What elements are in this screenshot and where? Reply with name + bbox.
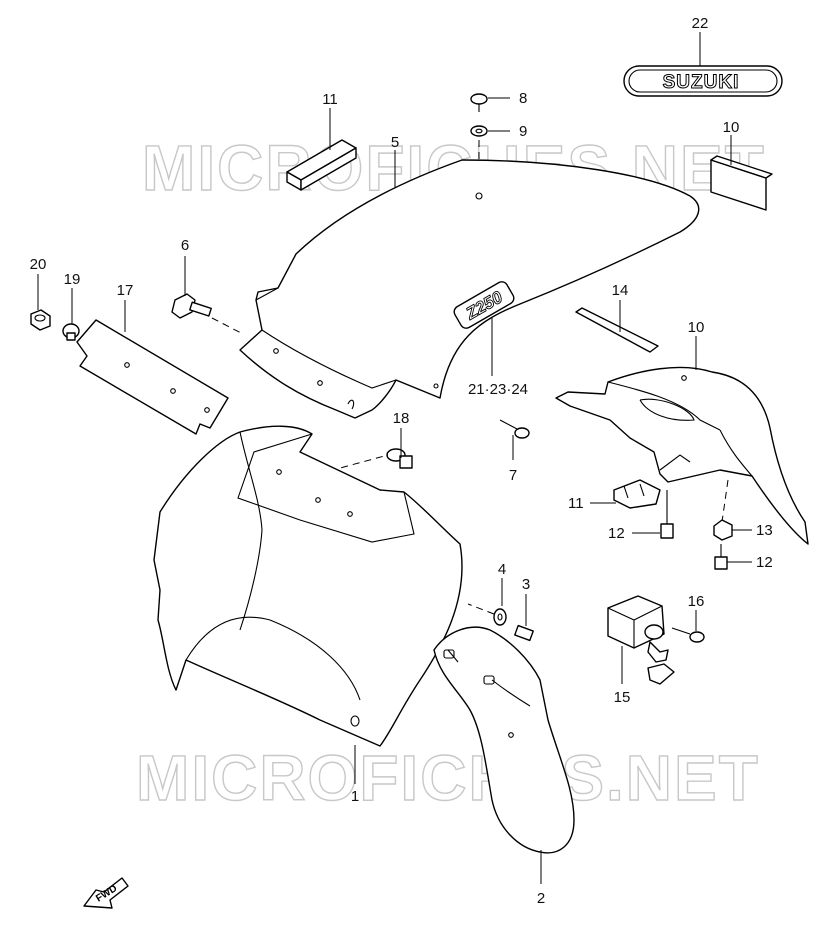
lock-part-15[interactable] [607,595,675,685]
nut-part-19[interactable] [62,323,80,341]
callout-10-top: 10 [723,119,740,136]
callout-11-top: 11 [322,91,338,108]
inner-fender-part-1[interactable] [153,425,463,747]
callout-3: 3 [522,576,530,593]
callout-19: 19 [64,271,81,288]
callout-7: 7 [509,467,517,484]
callout-16: 16 [688,593,705,610]
seat-cowl-part-5[interactable]: Z250 [239,159,700,419]
bolt-part-3[interactable] [514,624,534,642]
callout-6: 6 [181,237,189,254]
assembly-line-4 [467,603,495,615]
washer-part-9[interactable] [470,125,488,137]
plate-part-17[interactable] [76,319,229,435]
nut-part-20[interactable] [30,309,51,331]
clip-part-11-lower[interactable] [613,479,661,509]
leader-lines [37,32,752,884]
nut-part-13[interactable] [713,519,733,541]
callout-20: 20 [30,256,47,273]
callout-4: 4 [498,561,506,578]
bolt-part-12-lower[interactable] [714,544,728,570]
assembly-line-6 [211,317,244,335]
washer-part-4[interactable] [493,608,507,626]
strip-part-14[interactable] [575,307,659,353]
rear-fender-upper-part-10[interactable] [555,366,809,545]
assembly-line-13 [721,479,729,523]
pad-part-10-top[interactable] [710,155,773,211]
watermark-bottom: MICROFICHES.NET [136,742,760,814]
callout-18: 18 [393,410,410,427]
callout-1: 1 [351,788,359,805]
mud-flap-part-2[interactable] [433,626,575,854]
callout-21-23-24: 21·23·24 [468,381,528,398]
fwd-arrow-icon: FWD [83,877,129,909]
screw-part-16[interactable] [671,627,705,643]
callout-labels: 22 11 5 8 9 10 6 20 19 17 14 10 21·23·24… [30,15,773,907]
callout-9: 9 [519,123,527,140]
callout-17: 17 [117,282,134,299]
callout-13: 13 [756,522,773,539]
callout-22: 22 [692,15,709,32]
callout-10-lower: 10 [688,319,705,336]
callout-5: 5 [391,134,399,151]
callout-14: 14 [612,282,629,299]
bolt-part-12-upper[interactable] [660,490,674,539]
callout-2: 2 [537,890,545,907]
pad-part-11-top[interactable] [286,139,357,191]
bolt-part-18[interactable] [386,448,413,469]
screw-part-8[interactable] [470,93,488,112]
callout-12-upper: 12 [608,525,625,542]
screw-part-7[interactable] [499,419,530,439]
suzuki-emblem[interactable]: SUZUKI [623,65,783,97]
callout-11-lower: 11 [568,495,584,512]
callout-8: 8 [519,90,527,107]
emblem-text: SUZUKI [663,72,740,93]
callout-15: 15 [614,689,631,706]
bolt-part-6[interactable] [171,293,212,319]
callout-12-lower: 12 [756,554,773,571]
